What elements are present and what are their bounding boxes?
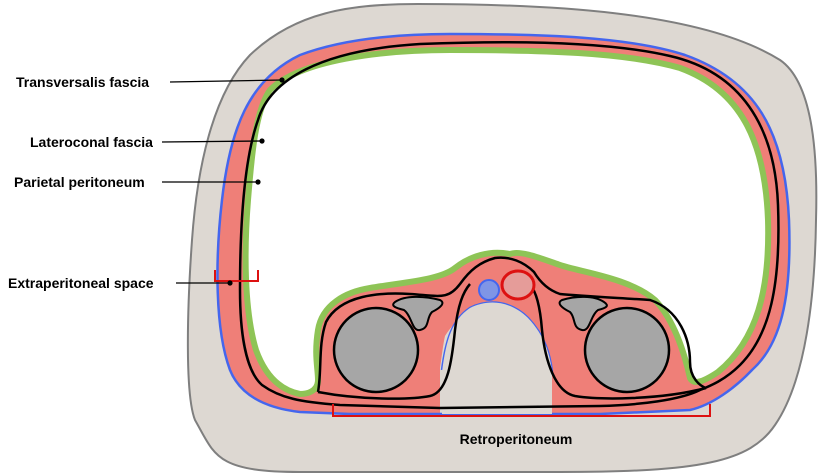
dot-extraperitoneal <box>227 280 233 286</box>
inferior-vena-cava <box>478 279 500 301</box>
left-psoas-shape <box>392 295 444 332</box>
right-kidney <box>583 306 671 394</box>
leader-transversalis <box>169 79 283 83</box>
label-lateroconal-fascia: Lateroconal fascia <box>30 134 153 150</box>
extraperitoneal-bracket <box>214 270 259 282</box>
dot-peritoneum <box>255 179 261 185</box>
renal-fascia-left <box>316 256 707 393</box>
perirenal-sheath-right <box>528 283 707 400</box>
dot-lateroconal <box>259 138 265 144</box>
retroperitoneum-bracket <box>332 404 711 417</box>
left-kidney <box>332 306 420 394</box>
label-retroperitoneum: Retroperitoneum <box>460 431 573 447</box>
central-retroperitoneum <box>442 302 552 414</box>
transversalis-fascia <box>216 32 791 416</box>
leader-lateroconal <box>161 140 263 143</box>
perirenal-sheath-left <box>317 283 471 400</box>
label-extraperitoneal-space: Extraperitoneal space <box>8 275 154 291</box>
right-psoas-shape <box>558 295 608 332</box>
aorta <box>500 269 536 301</box>
lateroconal-fascia <box>238 40 780 410</box>
parietal-peritoneum <box>242 47 772 397</box>
label-transversalis-fascia: Transversalis fascia <box>16 74 149 90</box>
label-parietal-peritoneum: Parietal peritoneum <box>14 174 145 190</box>
dot-transversalis <box>279 77 285 83</box>
